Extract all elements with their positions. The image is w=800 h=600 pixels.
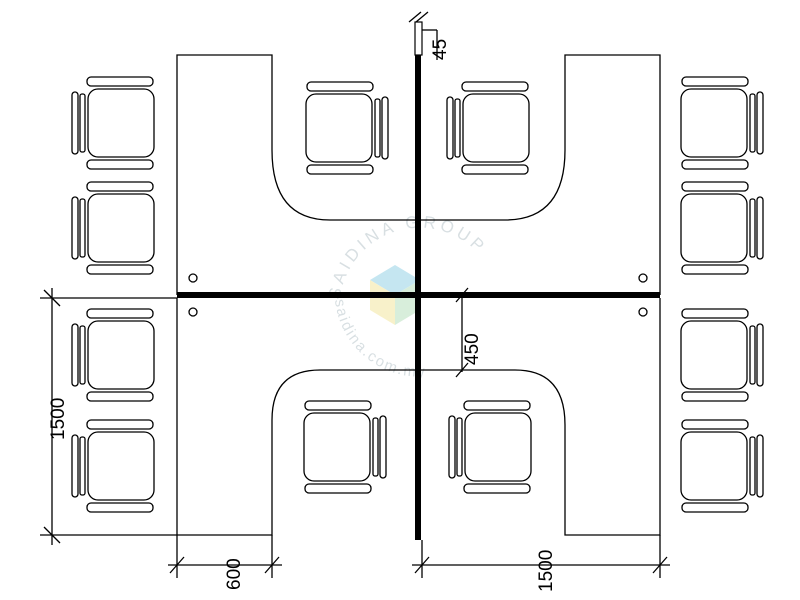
chair-icon [303, 400, 387, 494]
chair-icon [680, 419, 764, 513]
dimension-45: 45 [408, 11, 451, 60]
chair-icon [446, 81, 530, 175]
dimension-1500-vertical: 1500 [40, 288, 177, 545]
grommet-icon [638, 307, 648, 317]
chair-icon [680, 181, 764, 275]
chair-icon [448, 400, 532, 494]
chairs [71, 76, 764, 513]
chair-icon [305, 81, 389, 175]
grommet-icon [188, 273, 198, 283]
desk-top-right [415, 54, 661, 295]
chair-icon [680, 76, 764, 170]
dimension-label: 1500 [536, 550, 557, 592]
grommet-icon [188, 307, 198, 317]
chair-icon [680, 308, 764, 402]
dimension-1500-horizontal: 1500 [412, 535, 670, 592]
watermark-logo-icon [370, 265, 420, 325]
desk-bottom-right [415, 298, 661, 536]
partition-end [414, 21, 423, 56]
dimension-label: 45 [430, 39, 451, 60]
chair-icon [71, 308, 155, 402]
dimension-label: 600 [224, 558, 245, 590]
dimension-450: 450 [455, 287, 483, 378]
chair-icon [71, 181, 155, 275]
desk-top-left [176, 54, 415, 295]
dimension-600: 600 [168, 535, 282, 590]
chair-icon [71, 76, 155, 170]
chair-icon [71, 419, 155, 513]
desk-bottom-left [176, 298, 415, 536]
dimension-label: 1500 [48, 398, 69, 440]
desks [176, 54, 661, 536]
grommet-icon [638, 273, 648, 283]
dimension-label: 450 [462, 333, 483, 365]
cable-grommets [188, 273, 648, 317]
